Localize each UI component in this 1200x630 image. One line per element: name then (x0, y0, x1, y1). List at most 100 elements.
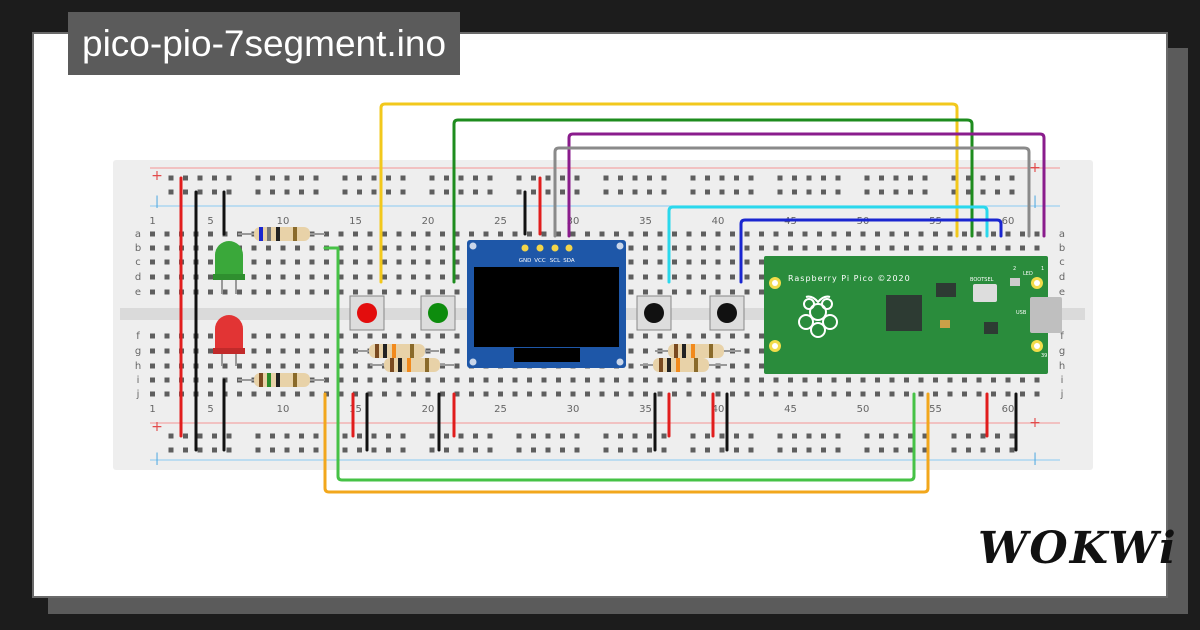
breadboard-hole[interactable] (164, 259, 170, 265)
breadboard-hole[interactable] (382, 333, 387, 339)
breadboard-hole[interactable] (367, 377, 373, 383)
rail-hole[interactable] (966, 447, 971, 453)
green-button[interactable] (420, 295, 456, 331)
rail-hole[interactable] (647, 433, 652, 439)
breadboard-hole[interactable] (382, 231, 387, 237)
breadboard-hole[interactable] (353, 274, 358, 280)
breadboard-hole[interactable] (266, 259, 271, 265)
breadboard-hole[interactable] (1020, 391, 1025, 397)
rail-hole[interactable] (777, 189, 783, 195)
breadboard-hole[interactable] (440, 231, 445, 237)
rail-hole[interactable] (661, 175, 667, 181)
breadboard-hole[interactable] (657, 333, 663, 339)
breadboard-hole[interactable] (266, 245, 271, 251)
wire-yellow[interactable] (379, 102, 959, 284)
rail-hole[interactable] (835, 447, 841, 453)
rail-hole[interactable] (966, 433, 971, 439)
breadboard-hole[interactable] (208, 259, 213, 265)
breadboard-hole[interactable] (788, 231, 793, 237)
breadboard-hole[interactable] (338, 363, 344, 369)
rail-hole[interactable] (719, 189, 725, 195)
rail-hole[interactable] (473, 175, 478, 181)
rail-hole[interactable] (806, 189, 812, 195)
breadboard-hole[interactable] (701, 274, 706, 280)
rail-hole[interactable] (1009, 447, 1015, 453)
wire-purple[interactable] (567, 132, 1046, 238)
breadboard-hole[interactable] (1020, 377, 1025, 383)
rail-hole[interactable] (980, 433, 986, 439)
rail-hole[interactable] (618, 175, 623, 181)
breadboard-hole[interactable] (701, 391, 706, 397)
rail-hole[interactable] (168, 175, 174, 181)
rail-hole[interactable] (183, 447, 188, 453)
breadboard-hole[interactable] (817, 245, 822, 251)
raspberry-pi-pico[interactable]: Raspberry Pi Pico ©2020 BOOTSEL LED USB … (764, 256, 1062, 374)
rail-hole[interactable] (864, 433, 870, 439)
breadboard-hole[interactable] (643, 391, 648, 397)
rail-hole[interactable] (1009, 175, 1015, 181)
breadboard-hole[interactable] (628, 289, 634, 295)
rail-hole[interactable] (777, 447, 783, 453)
breadboard-hole[interactable] (411, 274, 416, 280)
rail-hole[interactable] (705, 175, 710, 181)
breadboard-hole[interactable] (411, 391, 416, 397)
breadboard-hole[interactable] (324, 363, 329, 369)
rail-hole[interactable] (560, 189, 565, 195)
breadboard-hole[interactable] (469, 391, 474, 397)
rail-hole[interactable] (197, 433, 203, 439)
breadboard-hole[interactable] (730, 259, 735, 265)
breadboard-hole[interactable] (1005, 391, 1011, 397)
rail-hole[interactable] (618, 447, 623, 453)
breadboard-hole[interactable] (889, 245, 895, 251)
breadboard-hole[interactable] (686, 231, 692, 237)
breadboard-hole[interactable] (1034, 231, 1040, 237)
breadboard-hole[interactable] (1034, 245, 1040, 251)
rail-hole[interactable] (473, 189, 478, 195)
rail-hole[interactable] (632, 433, 638, 439)
breadboard-hole[interactable] (759, 348, 764, 354)
breadboard-hole[interactable] (614, 231, 619, 237)
breadboard-hole[interactable] (483, 231, 489, 237)
breadboard-hole[interactable] (730, 289, 735, 295)
breadboard-hole[interactable] (846, 245, 851, 251)
rail-hole[interactable] (545, 447, 551, 453)
rail-hole[interactable] (270, 189, 275, 195)
rail-hole[interactable] (444, 189, 449, 195)
breadboard-hole[interactable] (846, 231, 851, 237)
rail-hole[interactable] (357, 189, 362, 195)
breadboard-hole[interactable] (164, 391, 170, 397)
breadboard-hole[interactable] (860, 391, 866, 397)
rail-hole[interactable] (661, 447, 667, 453)
breadboard-hole[interactable] (266, 363, 271, 369)
breadboard-hole[interactable] (773, 377, 779, 383)
rail-hole[interactable] (357, 175, 362, 181)
breadboard-hole[interactable] (904, 245, 909, 251)
breadboard-hole[interactable] (208, 289, 213, 295)
breadboard-hole[interactable] (1005, 231, 1011, 237)
breadboard-hole[interactable] (628, 274, 634, 280)
breadboard-hole[interactable] (150, 348, 155, 354)
rail-hole[interactable] (270, 175, 275, 181)
rail-hole[interactable] (560, 447, 565, 453)
breadboard-hole[interactable] (875, 231, 880, 237)
breadboard-hole[interactable] (150, 377, 155, 383)
rail-hole[interactable] (951, 175, 957, 181)
rail-hole[interactable] (690, 175, 696, 181)
breadboard-hole[interactable] (701, 245, 706, 251)
rail-hole[interactable] (995, 175, 1000, 181)
breadboard-hole[interactable] (280, 245, 286, 251)
rail-hole[interactable] (690, 447, 696, 453)
breadboard-hole[interactable] (614, 377, 619, 383)
breadboard-hole[interactable] (164, 231, 170, 237)
breadboard-hole[interactable] (440, 274, 445, 280)
breadboard-hole[interactable] (454, 245, 460, 251)
breadboard-hole[interactable] (150, 289, 155, 295)
rail-hole[interactable] (966, 189, 971, 195)
rail-hole[interactable] (908, 447, 913, 453)
breadboard-hole[interactable] (280, 348, 286, 354)
rail-hole[interactable] (792, 433, 797, 439)
breadboard-hole[interactable] (411, 259, 416, 265)
breadboard-hole[interactable] (454, 348, 460, 354)
breadboard-hole[interactable] (976, 377, 982, 383)
breadboard-hole[interactable] (643, 259, 648, 265)
